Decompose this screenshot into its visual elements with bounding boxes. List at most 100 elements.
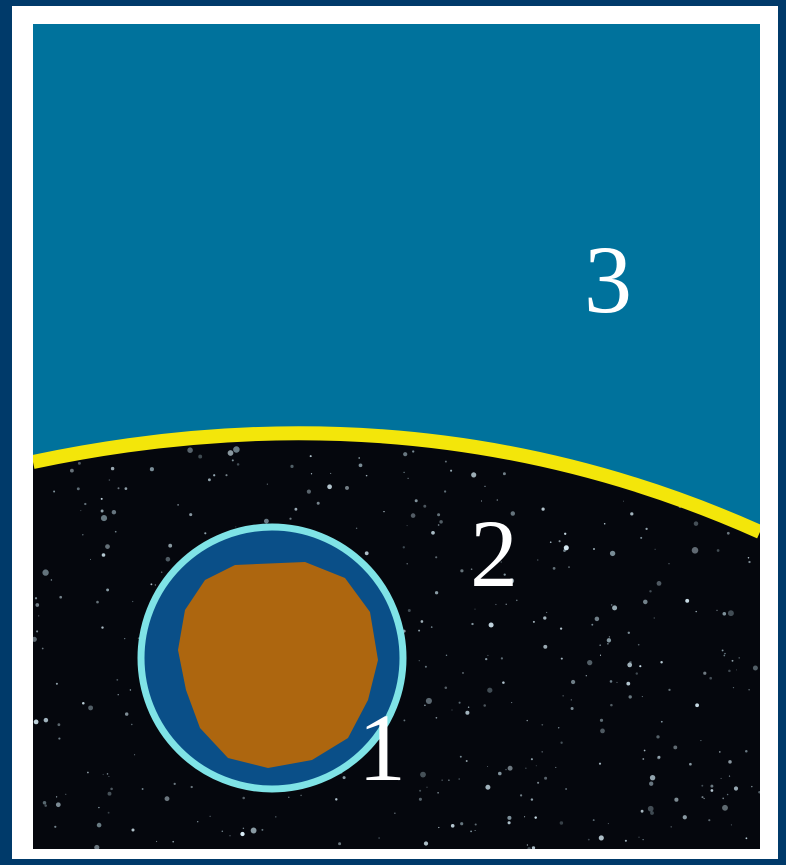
- star: [112, 510, 116, 514]
- star: [88, 705, 93, 710]
- star: [507, 816, 511, 820]
- star: [485, 785, 490, 790]
- star: [568, 566, 570, 568]
- star: [343, 776, 346, 779]
- star: [593, 819, 595, 821]
- star: [118, 487, 120, 489]
- star: [115, 531, 117, 533]
- star: [689, 763, 692, 766]
- star: [44, 804, 47, 807]
- star: [708, 819, 710, 821]
- star: [498, 772, 502, 776]
- star: [683, 815, 687, 819]
- star: [610, 704, 613, 707]
- star: [608, 823, 609, 824]
- star: [595, 617, 600, 622]
- star: [694, 521, 699, 526]
- star: [728, 670, 731, 673]
- star: [264, 519, 269, 524]
- star: [437, 513, 440, 516]
- star: [275, 816, 276, 817]
- star: [731, 824, 732, 825]
- region-label-1: 1: [358, 700, 406, 796]
- star: [746, 837, 748, 839]
- star: [150, 467, 154, 471]
- star: [237, 463, 240, 466]
- star: [753, 666, 758, 671]
- star: [561, 658, 563, 660]
- star: [459, 702, 461, 704]
- star: [508, 821, 511, 824]
- star: [732, 660, 734, 662]
- star: [700, 740, 701, 741]
- star: [444, 490, 446, 492]
- star: [641, 810, 644, 813]
- star: [668, 689, 670, 691]
- star: [438, 524, 440, 526]
- star: [541, 751, 542, 752]
- star: [692, 547, 699, 554]
- star: [695, 703, 699, 707]
- star: [703, 798, 704, 799]
- star: [487, 766, 488, 767]
- star: [445, 686, 448, 689]
- star: [225, 474, 227, 476]
- star: [674, 798, 678, 802]
- star: [345, 486, 349, 490]
- star: [125, 487, 128, 490]
- star: [656, 735, 659, 738]
- star: [307, 490, 311, 494]
- star: [537, 559, 538, 560]
- star: [586, 675, 587, 676]
- star: [648, 806, 654, 812]
- star: [406, 563, 407, 564]
- star: [527, 844, 528, 845]
- star: [722, 649, 724, 651]
- star: [599, 835, 604, 840]
- star: [649, 782, 653, 786]
- star: [639, 665, 641, 667]
- star: [97, 823, 102, 828]
- star: [108, 776, 109, 777]
- star: [655, 549, 656, 550]
- star: [673, 745, 677, 749]
- star: [543, 645, 547, 649]
- star: [43, 801, 47, 805]
- star: [563, 695, 564, 696]
- region-label-2: 2: [470, 506, 518, 602]
- star: [685, 599, 689, 603]
- star: [412, 450, 414, 452]
- star: [736, 669, 737, 670]
- star: [415, 499, 418, 502]
- star: [484, 486, 485, 487]
- star: [724, 653, 725, 654]
- star: [439, 520, 442, 523]
- star: [483, 704, 486, 707]
- star: [489, 622, 494, 627]
- star: [134, 754, 135, 755]
- star: [438, 827, 439, 828]
- star: [553, 567, 556, 570]
- star: [466, 760, 468, 762]
- star: [543, 616, 546, 619]
- star: [78, 462, 81, 465]
- star: [524, 816, 525, 817]
- star: [96, 601, 99, 604]
- star: [111, 467, 114, 470]
- star: [155, 584, 156, 585]
- star: [695, 611, 696, 612]
- star: [242, 797, 245, 800]
- star: [462, 672, 463, 673]
- star: [431, 626, 433, 628]
- star: [626, 682, 630, 686]
- star: [419, 798, 422, 801]
- star: [394, 813, 395, 814]
- star: [82, 534, 83, 535]
- star: [103, 774, 104, 775]
- star: [650, 811, 654, 815]
- star: [450, 470, 452, 472]
- star: [607, 643, 609, 645]
- star: [300, 795, 302, 797]
- star: [106, 588, 109, 591]
- star: [101, 626, 103, 628]
